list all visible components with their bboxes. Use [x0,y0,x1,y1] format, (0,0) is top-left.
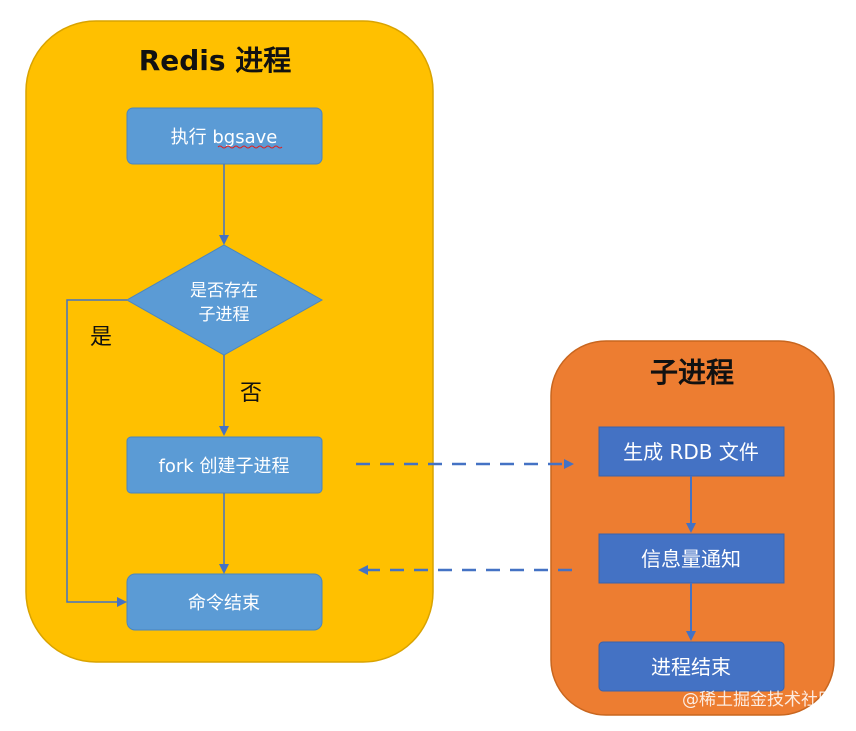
process-end-box [598,641,785,692]
signal-label: 信息量通知 [641,547,741,571]
decision-label-line2: 子进程 [199,305,250,325]
gen-rdb-label: 生成 RDB 文件 [623,440,759,464]
decision-label-line1: 是否存在 [190,281,258,301]
command-end-label: 命令结束 [188,593,260,614]
label-no: 否 [240,381,262,406]
label-yes: 是 [90,325,112,350]
watermark: @稀土掘金技术社区 [682,690,835,710]
spellcheck-underline [217,145,283,149]
arrow-decision-yes-to-end [66,299,127,607]
process-end-label: 进程结束 [651,655,731,679]
redis-process-title: Redis 进程 [139,44,292,77]
child-process-title: 子进程 [650,356,734,389]
command-end-box [126,573,323,631]
fork-label: fork 创建子进程 [159,456,290,477]
gen-rdb-box [598,426,785,477]
exec-bgsave-label: 执行 bgsave [171,127,278,148]
